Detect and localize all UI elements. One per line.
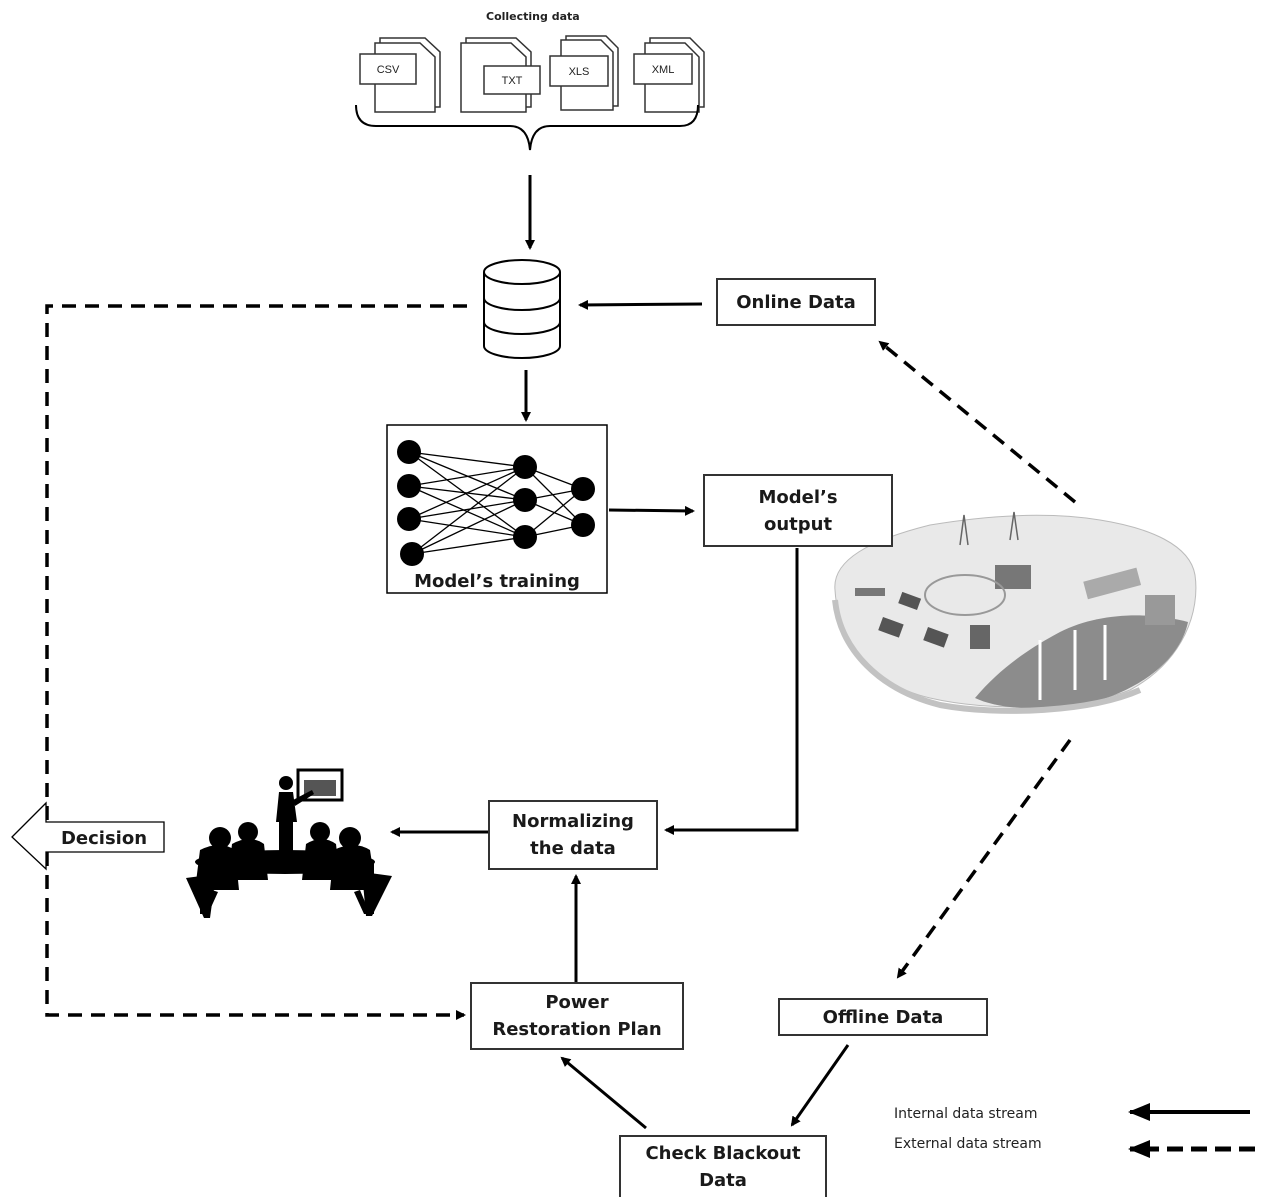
meeting-silhouette-icon xyxy=(186,768,392,918)
offline-data-box: Offline Data xyxy=(778,998,988,1036)
smart-grid-city-icon xyxy=(832,511,1197,714)
model-output-label: Model’s output xyxy=(758,486,838,535)
online-data-label: Online Data xyxy=(736,291,856,313)
file-icon-txt: TXT xyxy=(460,37,541,113)
check-blackout-label: Check Blackout Data xyxy=(645,1143,801,1191)
file-label-csv: CSV xyxy=(377,64,400,76)
online-data-box: Online Data xyxy=(716,278,876,326)
decision-label-box: Decision xyxy=(48,825,160,851)
decision-label: Decision xyxy=(60,827,148,849)
file-label-xml: XML xyxy=(652,64,675,76)
power-restoration-plan-box: Power Restoration Plan xyxy=(470,982,684,1050)
arrow-offline-to-blackout xyxy=(790,1044,850,1127)
legend-external-label: External data stream xyxy=(894,1136,1042,1152)
normalizing-box: Normalizing the data xyxy=(488,800,658,870)
collecting-data-title: Collecting data xyxy=(486,10,580,23)
database-icon xyxy=(483,259,561,359)
model-output-box: Model’s output xyxy=(703,474,893,547)
dashed-feedback-loop xyxy=(45,304,467,1020)
file-icon-csv: CSV xyxy=(359,37,441,113)
legend-internal-label: Internal data stream xyxy=(894,1106,1038,1122)
dashed-grid-to-offline xyxy=(896,738,1072,979)
arrow-training-to-output xyxy=(608,505,695,516)
decision-arrow-shape xyxy=(11,801,165,871)
normalizing-label: Normalizing the data xyxy=(512,811,634,859)
arrow-blackout-to-plan xyxy=(560,1056,647,1130)
file-icon-xls: XLS xyxy=(549,35,619,111)
collection-brace xyxy=(355,104,699,151)
offline-data-label: Offline Data xyxy=(822,1006,944,1028)
arrow-output-to-normalizing xyxy=(664,548,799,835)
file-label-xls: XLS xyxy=(569,66,590,78)
model-training-box xyxy=(386,424,608,594)
check-blackout-box: Check Blackout Data xyxy=(619,1135,827,1197)
neural-network-icon xyxy=(397,440,595,566)
model-training-label: Model’s training xyxy=(414,570,580,592)
power-restoration-plan-label: Power Restoration Plan xyxy=(492,992,662,1040)
file-label-txt: TXT xyxy=(502,75,523,87)
file-icon-xml: XML xyxy=(633,37,705,113)
dashed-grid-to-online xyxy=(878,340,1077,504)
arrow-online-to-db xyxy=(578,299,703,310)
model-training-label-box: Model’s training xyxy=(388,568,606,594)
